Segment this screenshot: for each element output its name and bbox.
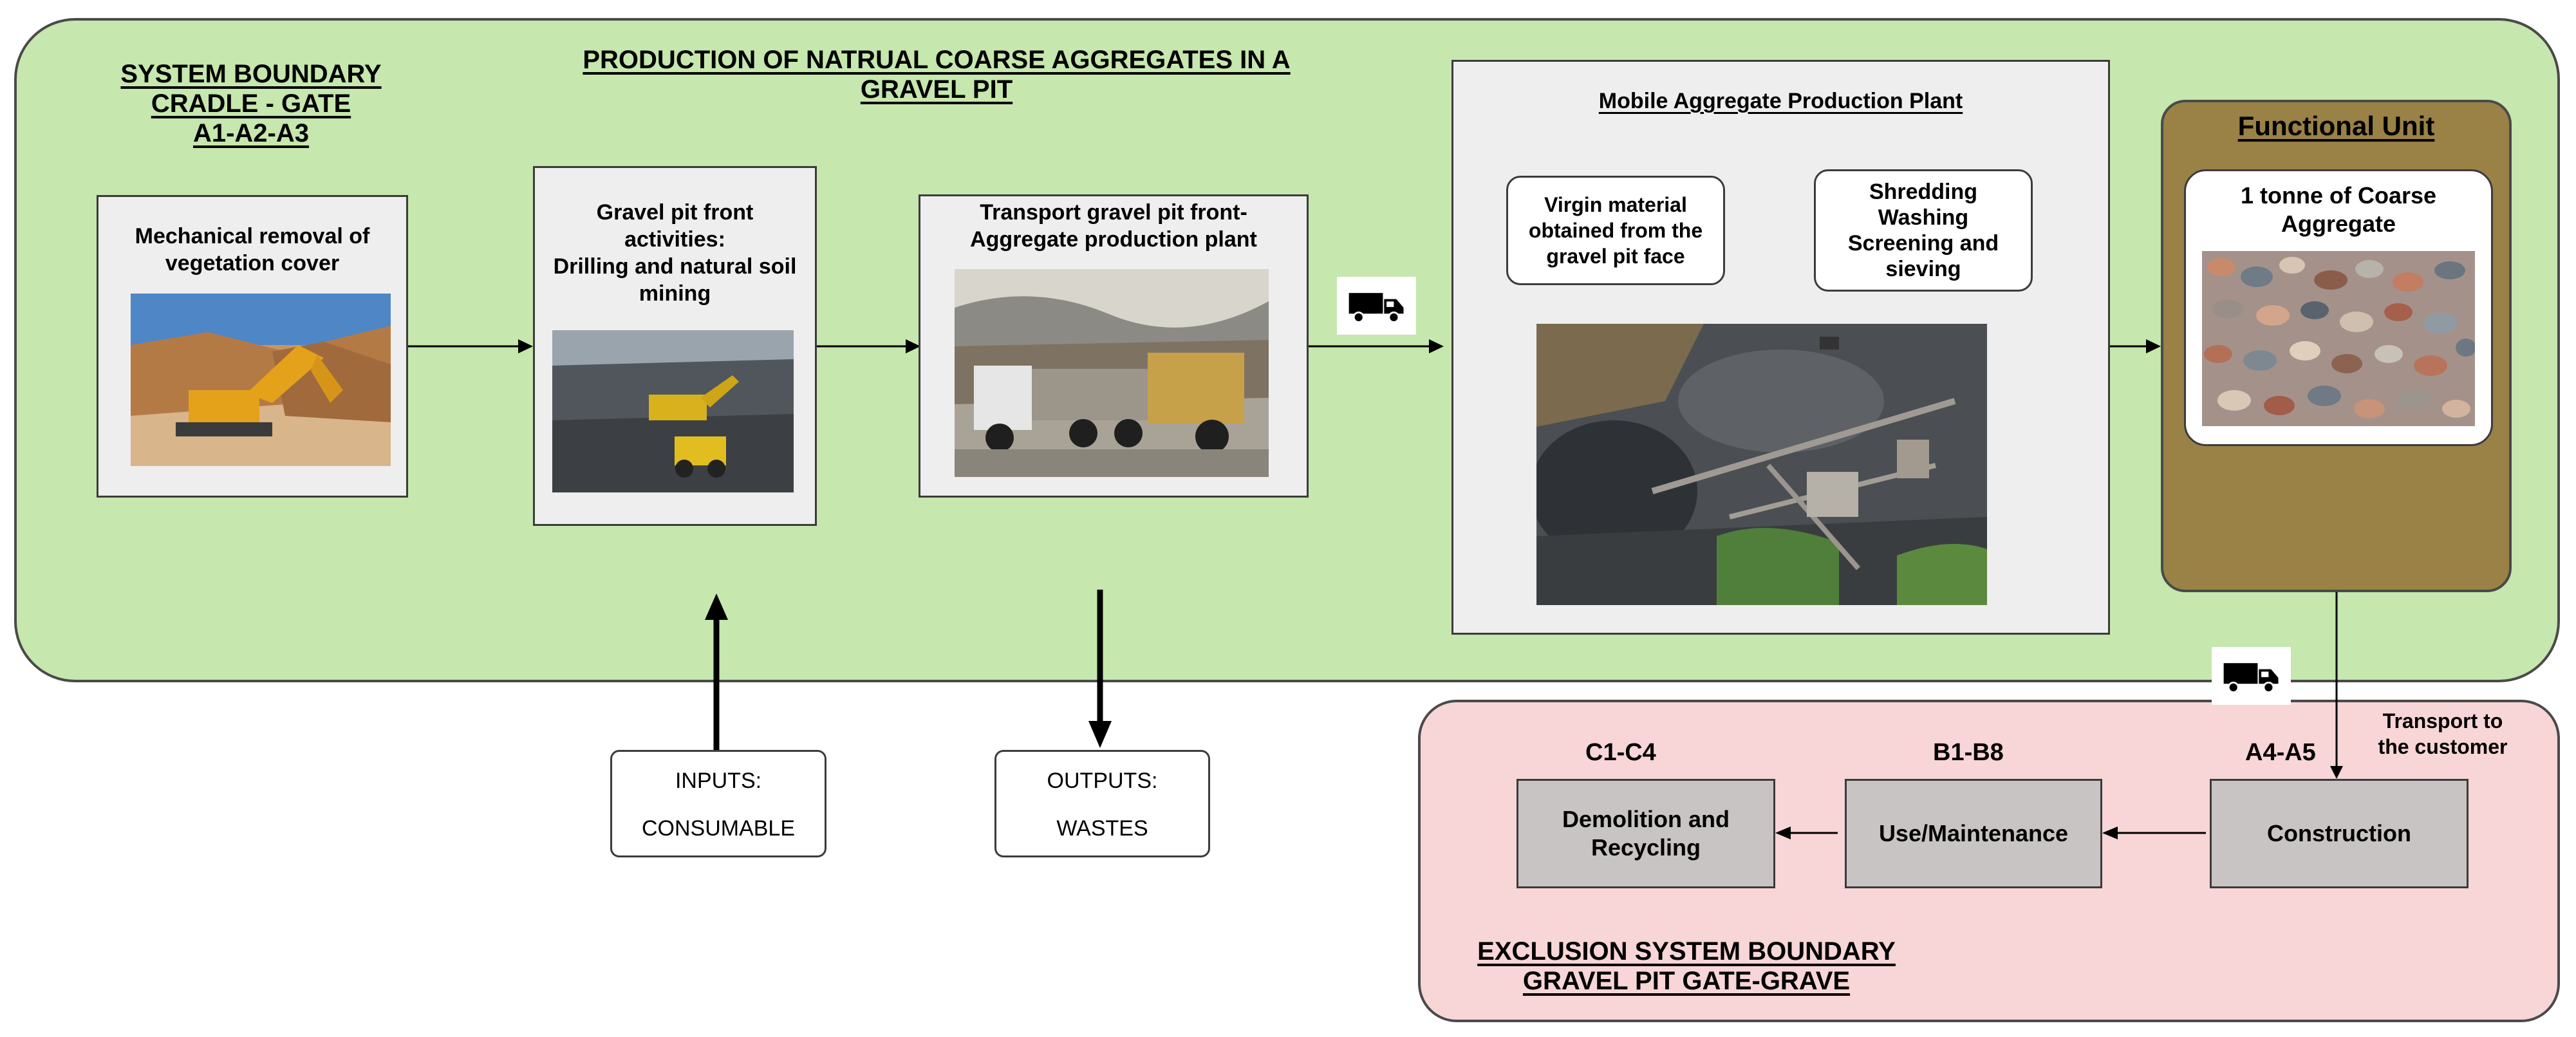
use-maintenance-box: Use/Maintenance [1845, 779, 2102, 888]
functional-unit-title: Functional Unit [2237, 111, 2435, 141]
system-boundary-title: SYSTEM BOUNDARY CRADLE - GATE A1-A2-A3 [120, 60, 382, 147]
outputs-value: WASTES [1056, 816, 1148, 841]
gravel-photo [2202, 251, 2475, 426]
outputs-box: OUTPUTS: WASTES [994, 750, 1210, 857]
production-title: PRODUCTION OF NATRUAL COARSE AGGREGATES … [583, 46, 1291, 104]
stage-transport: Transport gravel pit front- Aggregate pr… [919, 194, 1309, 498]
code-b1-b8: B1-B8 [1933, 739, 2004, 766]
excavator-photo [131, 294, 391, 466]
aerial-plant-photo [1536, 324, 1987, 605]
virgin-material-box: Virgin material obtained from the gravel… [1506, 176, 1725, 285]
exclusion-boundary-title: EXCLUSION SYSTEM BOUNDARY GRAVEL PIT GAT… [1477, 937, 1896, 995]
truck-icon [1337, 277, 1416, 335]
code-c1-c4: C1-C4 [1585, 739, 1656, 766]
stage-pit-front: Gravel pit front activities: Drilling an… [533, 166, 817, 526]
stage-vegetation-label: Mechanical removal of vegetation cover [135, 224, 370, 276]
mobile-plant-title: Mobile Aggregate Production Plant [1598, 89, 1963, 113]
processes-box: Shredding Washing Screening and sieving [1814, 169, 2033, 292]
functional-unit-text: 1 tonne of Coarse Aggregate [2240, 182, 2437, 237]
stage-transport-label: Transport gravel pit front- Aggregate pr… [970, 200, 1257, 252]
outputs-label: OUTPUTS: [1047, 769, 1158, 793]
demolition-box: Demolition and Recycling [1517, 779, 1775, 888]
construction-box: Construction [2210, 779, 2469, 888]
code-a4-a5: A4-A5 [2245, 739, 2316, 766]
inputs-value: CONSUMABLE [641, 816, 796, 841]
stage-pit-front-label: Gravel pit front activities: Drilling an… [553, 200, 797, 306]
transport-customer-note: Transport to the customer [2378, 709, 2508, 758]
inputs-label: INPUTS: [675, 769, 762, 793]
truck-icon [2212, 647, 2291, 705]
dump-truck-photo [955, 269, 1269, 477]
mining-photo [552, 330, 794, 492]
stage-vegetation-removal: Mechanical removal of vegetation cover [97, 195, 408, 498]
inputs-box: INPUTS: CONSUMABLE [610, 750, 826, 857]
